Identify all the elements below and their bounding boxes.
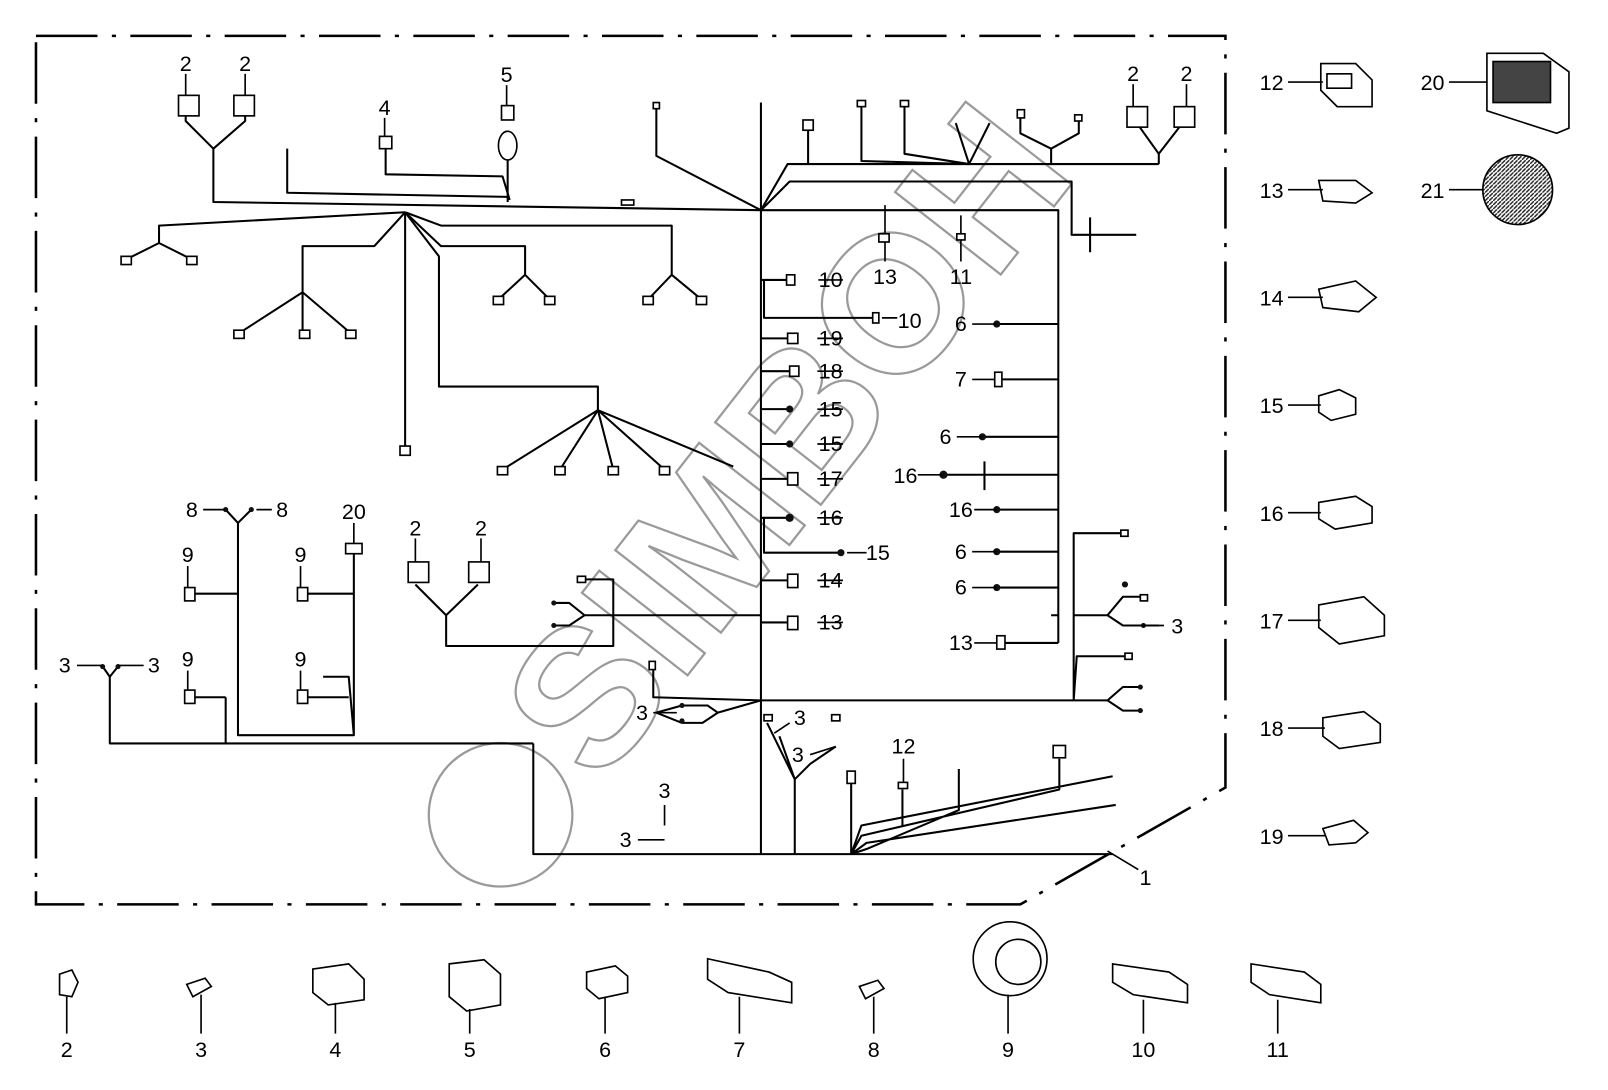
- part-16-connector: [1317, 495, 1373, 530]
- callout-label: 3: [636, 701, 648, 725]
- callout-label: 20: [342, 500, 366, 524]
- part-11-connector: [1250, 962, 1322, 1004]
- callout-label: 4: [379, 96, 391, 120]
- part-10-connector: [1111, 962, 1189, 1004]
- callout-label: 6: [955, 576, 967, 600]
- wires: [101, 102, 1188, 856]
- callout-label: 16: [1260, 502, 1284, 526]
- callout-label: 3: [148, 654, 160, 678]
- callout-label: 2: [180, 52, 192, 76]
- callout-label: 2: [409, 516, 421, 540]
- callout-label: 9: [295, 543, 307, 567]
- callout-label: 16: [819, 506, 843, 530]
- callout-label: 19: [1260, 825, 1284, 849]
- callout-label: 8: [276, 498, 288, 522]
- part-4-connector: [312, 963, 365, 1006]
- callout-label: 7: [955, 368, 967, 392]
- harness-connectors: [100, 94, 1196, 790]
- callout-label: 10: [898, 309, 922, 333]
- callout-label: 5: [501, 63, 513, 87]
- callout-label: 10: [1131, 1038, 1155, 1062]
- callout-label: 2: [1127, 62, 1139, 86]
- callout-label: 6: [955, 312, 967, 336]
- part-21-cap: [1481, 154, 1554, 226]
- callout-label: 14: [819, 569, 843, 593]
- part-14-connector: [1317, 280, 1378, 313]
- callout-label: 6: [599, 1038, 611, 1062]
- callout-label: 4: [329, 1038, 341, 1062]
- part-17-connector: [1317, 595, 1386, 645]
- callout-label: 16: [894, 464, 918, 488]
- leader-lines: [65, 73, 1487, 1034]
- callout-label: 13: [949, 631, 973, 655]
- svg-text:SIMBOH: SIMBOH: [462, 66, 1113, 814]
- callout-label: 18: [819, 359, 843, 383]
- callout-label: 1: [1139, 866, 1151, 890]
- callout-label: 20: [1421, 71, 1445, 95]
- part-18-connector: [1322, 710, 1382, 750]
- part-illustrations: [58, 52, 1570, 1012]
- callout-label: 2: [61, 1038, 73, 1062]
- callout-label: 13: [819, 611, 843, 635]
- callout-label: 9: [182, 648, 194, 672]
- callout-label: 21: [1421, 179, 1445, 203]
- callout-label: 18: [1260, 717, 1284, 741]
- part-3-terminal: [185, 977, 213, 998]
- part-19-connector: [1321, 819, 1370, 846]
- callout-label: 7: [733, 1038, 745, 1062]
- callout-label: 15: [1260, 394, 1284, 418]
- callout-label: 13: [873, 265, 897, 289]
- callout-label: 3: [1171, 615, 1183, 639]
- callout-label: 13: [1260, 179, 1284, 203]
- callout-label: 12: [891, 735, 915, 759]
- callout-label: 11: [950, 265, 972, 289]
- part-5-connector: [448, 958, 502, 1012]
- part-2-connector: [58, 969, 79, 998]
- callout-label: 6: [940, 425, 952, 449]
- callout-label: 16: [949, 498, 973, 522]
- callout-label: 3: [59, 654, 71, 678]
- callout-label: 15: [819, 432, 843, 456]
- callout-label: 11: [1267, 1038, 1289, 1062]
- callout-label: 17: [1260, 610, 1284, 634]
- harness-boundary: [34, 34, 1227, 906]
- callout-label: 3: [659, 779, 671, 803]
- callout-label: 5: [464, 1038, 476, 1062]
- callout-label: 2: [239, 52, 251, 76]
- part-13-connector: [1317, 179, 1374, 204]
- callout-label: 15: [866, 541, 890, 565]
- callout-label: 15: [819, 397, 843, 421]
- callout-label: 3: [792, 743, 804, 767]
- callout-label: 2: [475, 516, 487, 540]
- callout-label: 17: [819, 467, 843, 491]
- callout-label: 3: [195, 1038, 207, 1062]
- callout-label: 8: [186, 498, 198, 522]
- callout-label: 8: [868, 1038, 880, 1062]
- callout-label: 12: [1260, 71, 1284, 95]
- callout-label: 3: [620, 828, 632, 852]
- callout-label: 9: [1002, 1038, 1014, 1062]
- callout-label: 14: [1260, 287, 1284, 311]
- callout-label: 6: [955, 540, 967, 564]
- callout-label: 9: [182, 543, 194, 567]
- callout-label: 19: [819, 327, 843, 351]
- part-15-connector: [1317, 388, 1357, 422]
- part-6-connector: [585, 965, 629, 1000]
- callout-label: 9: [295, 648, 307, 672]
- callout-label: 10: [819, 268, 843, 292]
- callout-label: 2: [1180, 62, 1192, 86]
- part-8-terminal: [858, 979, 886, 1000]
- part-7-connector: [706, 957, 793, 1004]
- callout-label: 3: [794, 706, 806, 730]
